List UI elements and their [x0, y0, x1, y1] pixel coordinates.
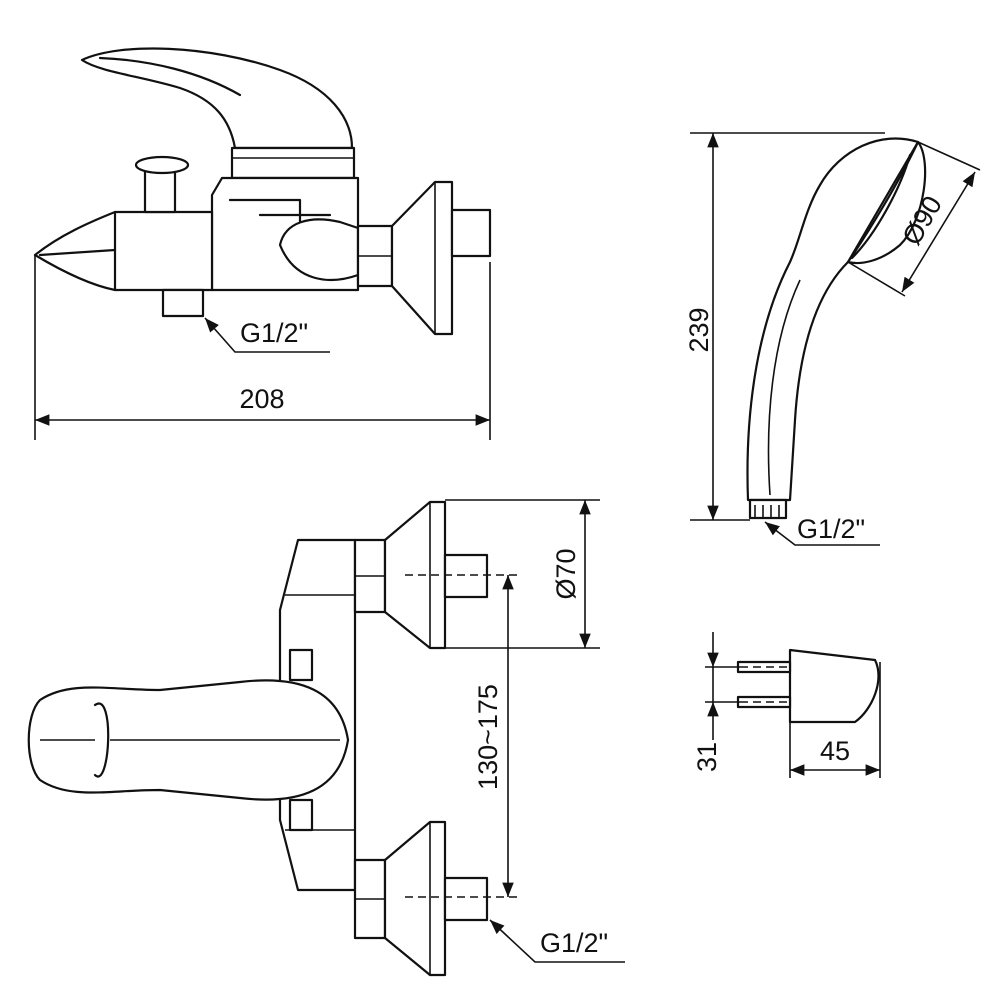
shower-thread-callout: G1/2" [764, 514, 880, 546]
centers-label: 130~175 [473, 684, 503, 790]
shower-thread-label: G1/2" [797, 514, 865, 544]
side-inlet-callout: G1/2" [204, 317, 330, 353]
mixer-side-view [33, 47, 492, 336]
length-label: 239 [684, 307, 714, 352]
holder-depth-label: 45 [820, 736, 850, 766]
side-inlet-label: G1/2" [240, 318, 308, 348]
front-inlet-callout: G1/2" [489, 919, 625, 963]
dimension-31: 31 [692, 632, 740, 772]
front-inlet-label: G1/2" [540, 928, 608, 958]
dimension-45: 45 [789, 662, 881, 778]
shower-holder [736, 648, 880, 724]
dimension-239: 239 [684, 132, 885, 521]
dimension-130-175: 130~175 [473, 575, 514, 897]
flange-diameter-label: Ø70 [551, 548, 581, 599]
holder-height-label: 31 [692, 742, 722, 772]
hand-shower [746, 137, 927, 520]
dimension-208: 208 [34, 255, 491, 440]
dimension-diameter-70: Ø70 [445, 499, 600, 649]
width-label: 208 [239, 384, 284, 414]
mixer-front-view [27, 500, 520, 977]
